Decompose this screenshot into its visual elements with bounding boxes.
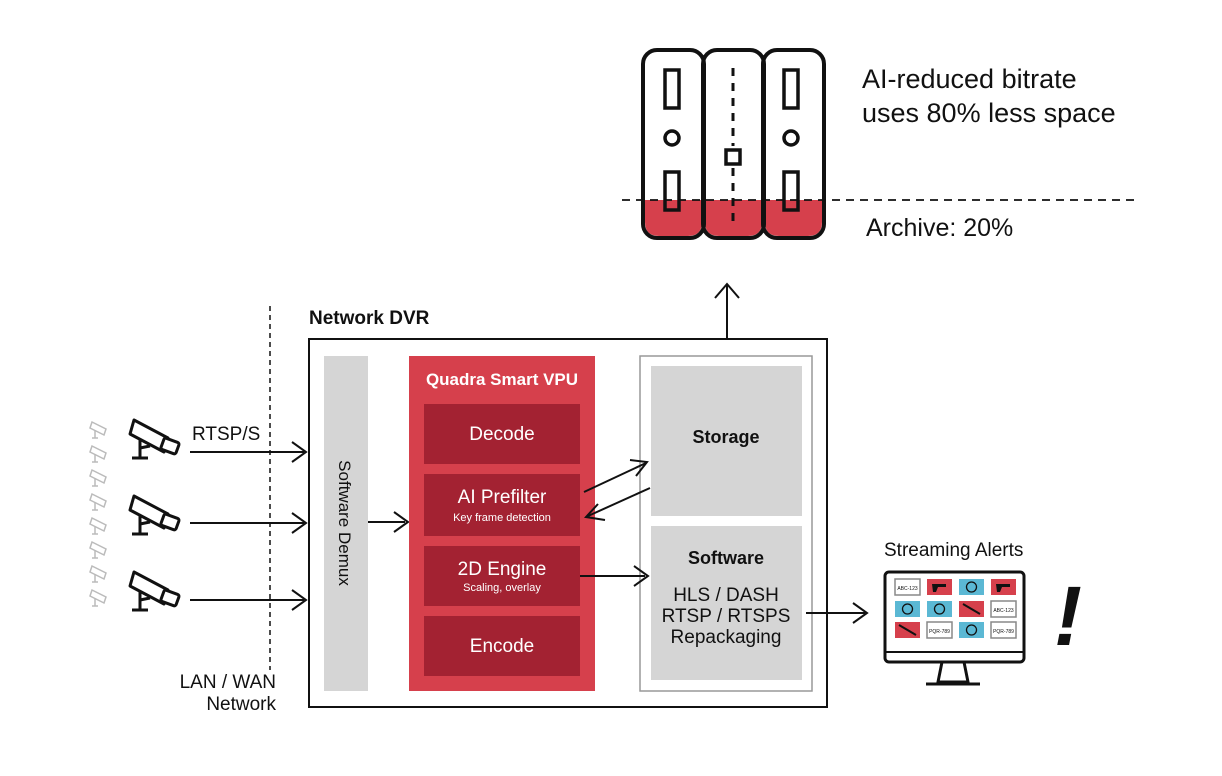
server-3	[761, 48, 826, 240]
archive-server-group	[622, 48, 1138, 240]
decode-label: Decode	[469, 424, 535, 445]
software-title: Software	[688, 548, 764, 568]
software-demux-label: Software Demux	[335, 460, 354, 586]
server-archive-fill-1	[645, 200, 702, 236]
2d-engine-sublabel: Scaling, overlay	[463, 582, 541, 594]
2d-engine-block	[424, 546, 580, 606]
ai-prefilter-label: AI Prefilter	[458, 487, 547, 508]
headline-line-2: uses 80% less space	[862, 98, 1116, 128]
dvr-title: Network DVR	[309, 308, 430, 329]
network-label-1: LAN / WAN	[180, 672, 276, 693]
prefilter-storage-arrows	[583, 459, 651, 521]
monitor-icon: ABC-123 ABC-123 PQR-789 PQR-789	[883, 570, 1026, 686]
storage-label: Storage	[692, 427, 759, 447]
software-line-1: HLS / DASH	[673, 585, 779, 606]
encode-block	[424, 616, 580, 676]
network-label-2: Network	[206, 694, 276, 715]
server-archive-fill-3	[765, 200, 822, 236]
encode-label: Encode	[470, 636, 534, 657]
plate-1b: ABC-123	[993, 608, 1014, 614]
2d-engine-label: 2D Engine	[458, 559, 547, 580]
camera-arrows	[190, 441, 308, 611]
alert-exclamation-icon: !	[1054, 569, 1082, 663]
decode-block	[424, 404, 580, 464]
protocol-label: RTSP/S	[192, 424, 260, 445]
plate-2b: PQR-789	[993, 629, 1014, 635]
software-line-2: RTSP / RTSPS	[662, 606, 791, 627]
ai-prefilter-sublabel: Key frame detection	[453, 512, 551, 524]
archive-label: Archive: 20%	[866, 214, 1013, 242]
camera-group	[89, 418, 182, 612]
ai-prefilter-block	[424, 474, 580, 536]
plate-1: ABC-123	[897, 586, 918, 592]
arrow-up-icon	[714, 282, 740, 299]
software-block	[651, 526, 802, 680]
vpu-title: Quadra Smart VPU	[426, 370, 578, 389]
streaming-alerts-title: Streaming Alerts	[884, 540, 1023, 561]
software-line-3: Repackaging	[671, 627, 782, 648]
software-demux-block	[324, 356, 368, 691]
storage-block	[651, 366, 802, 516]
plate-2: PQR-789	[929, 629, 950, 635]
headline-line-1: AI-reduced bitrate	[862, 64, 1077, 94]
